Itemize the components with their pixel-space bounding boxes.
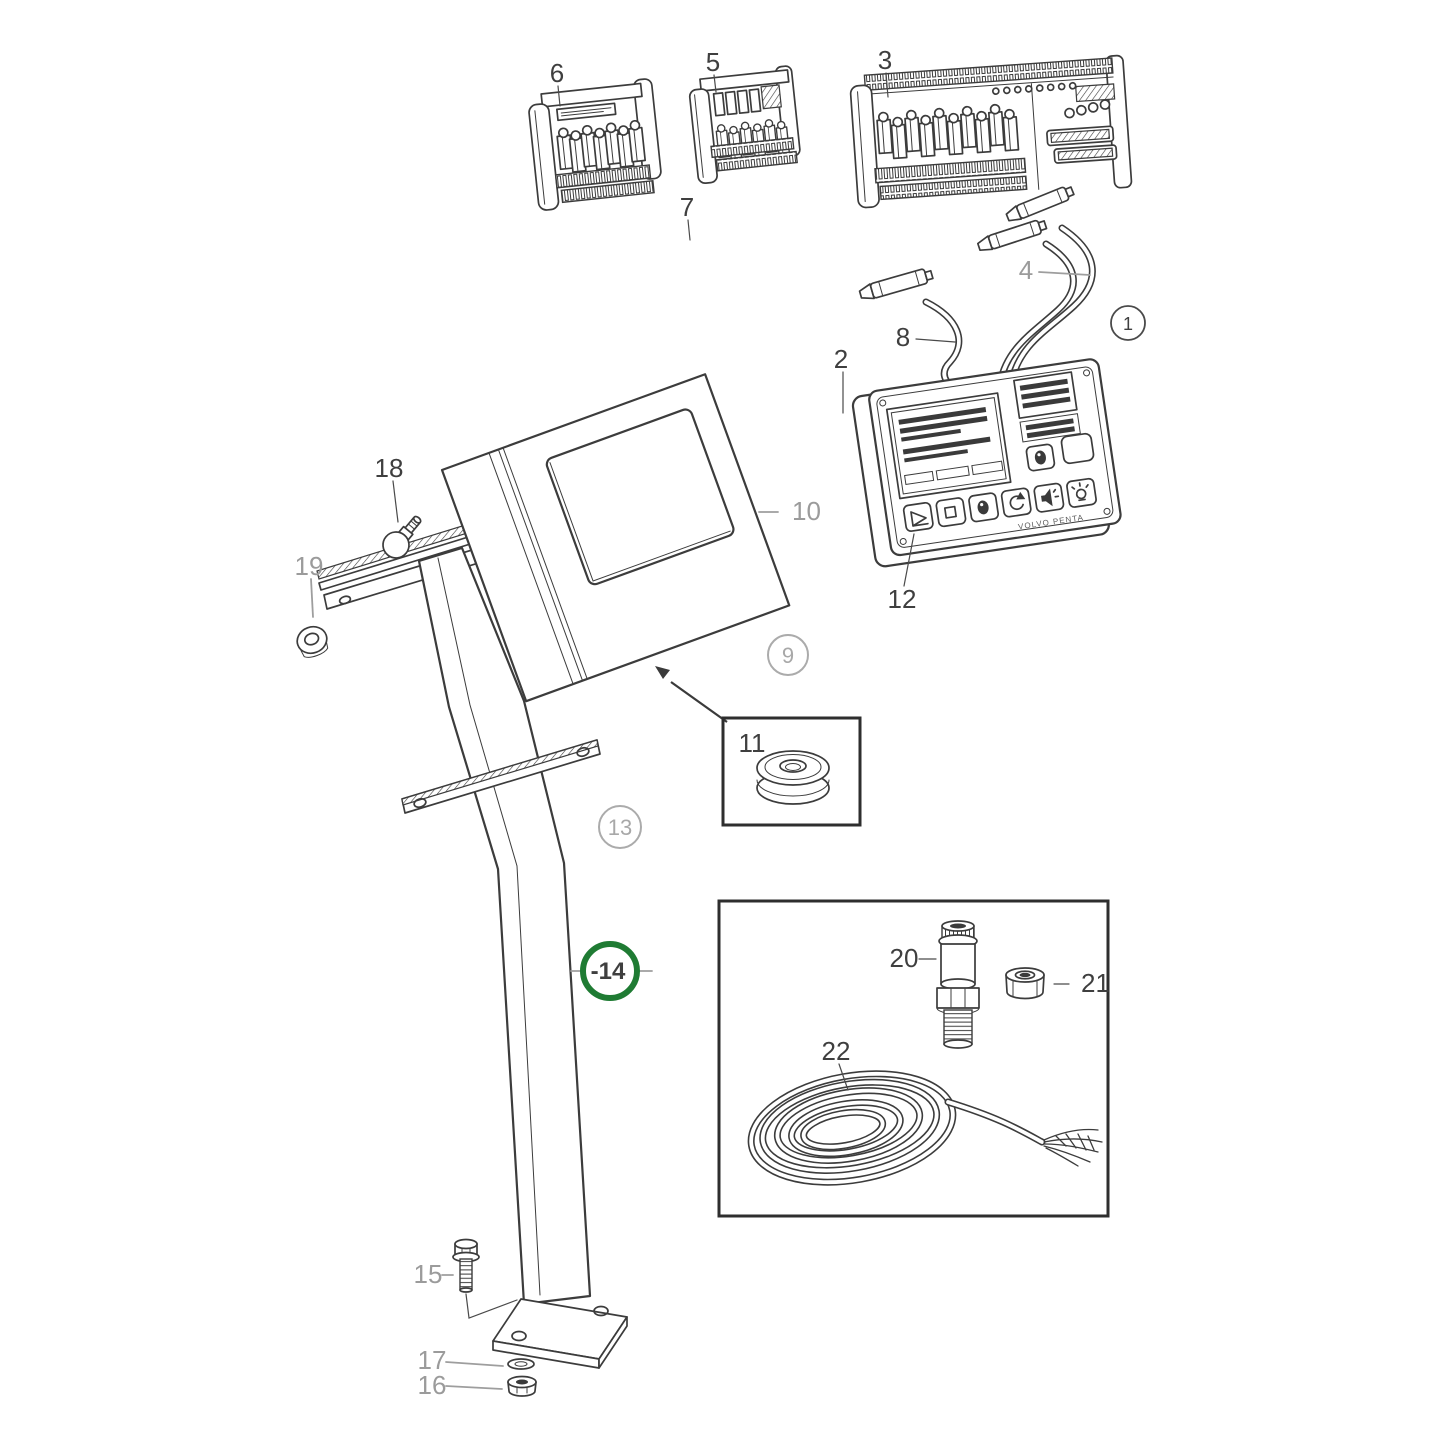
part-label-3[interactable]: 3 xyxy=(878,45,892,75)
cable-8-connector xyxy=(858,268,934,300)
inset-box-20-22 xyxy=(717,899,1110,1218)
panel-screen xyxy=(885,392,1012,500)
panel-button-light[interactable] xyxy=(1066,477,1097,508)
sensor-cable-22 xyxy=(747,1070,1103,1186)
washer-17 xyxy=(507,1358,535,1370)
display-panel-2: VOLVO PENTA xyxy=(851,358,1122,568)
mount-knob-18 xyxy=(382,515,422,559)
part-label-11[interactable]: 11 xyxy=(739,728,766,758)
cable-4-connector-lower xyxy=(976,219,1048,252)
part-label-17[interactable]: 17 xyxy=(418,1345,447,1375)
part-label-21[interactable]: 21 xyxy=(1081,968,1110,998)
part-labels: 6 5 3 7 2 4 8 10 12 18 19 11 15 17 16 20… xyxy=(295,45,1110,1400)
base-plate-assembly xyxy=(452,1238,628,1397)
control-module-3 xyxy=(849,54,1133,209)
part-label-22[interactable]: 22 xyxy=(822,1036,851,1066)
panel-button-dot[interactable] xyxy=(1025,443,1056,472)
panel-button-row xyxy=(902,477,1097,532)
grommet-11 xyxy=(756,750,830,805)
frayed-wire-end xyxy=(1043,1128,1103,1167)
part-label-15[interactable]: 15 xyxy=(414,1259,443,1289)
arrowhead-icon xyxy=(655,666,670,679)
part-label-16[interactable]: 16 xyxy=(418,1370,447,1400)
part-label-1[interactable]: 1 xyxy=(1123,314,1133,334)
monitor-10 xyxy=(440,373,791,703)
part-label-20[interactable]: 20 xyxy=(890,943,919,973)
part-label-5[interactable]: 5 xyxy=(706,47,720,77)
part-label-10[interactable]: 10 xyxy=(792,496,821,526)
callout-13[interactable]: 13 xyxy=(598,805,642,849)
part-label-6[interactable]: 6 xyxy=(550,58,564,88)
panel-button-flag[interactable] xyxy=(902,501,934,532)
pointer-line xyxy=(670,681,728,723)
panel-button-drop[interactable] xyxy=(968,492,1000,523)
crossbar-bracket xyxy=(401,739,601,814)
part-label-18[interactable]: 18 xyxy=(375,453,404,483)
inset-box-11 xyxy=(655,666,862,827)
relay-module-6 xyxy=(528,78,662,211)
cable-8 xyxy=(858,268,970,400)
nut-21 xyxy=(1005,967,1045,1000)
panel-button-refresh[interactable] xyxy=(1000,487,1032,518)
part-label-13[interactable]: 13 xyxy=(608,815,632,840)
cable-4 xyxy=(976,186,1096,388)
selected-part-highlight-ring xyxy=(580,941,640,1001)
monitor-screen xyxy=(545,408,735,586)
panel-side-display xyxy=(1013,371,1081,443)
part-label-14[interactable]: -14 xyxy=(591,958,626,985)
panel-button-square[interactable] xyxy=(935,497,967,528)
part-label-7[interactable]: 7 xyxy=(680,192,694,222)
mount-knob-19 xyxy=(296,625,329,658)
callout-1[interactable]: 1 xyxy=(1110,305,1146,341)
bolt-15 xyxy=(452,1238,518,1319)
panel-button-blank[interactable] xyxy=(1060,432,1095,465)
sensor-20 xyxy=(936,920,980,1049)
relay-module-5 xyxy=(688,65,801,185)
part-label-4[interactable]: 4 xyxy=(1019,255,1033,285)
panel-button-alarm[interactable] xyxy=(1033,482,1065,513)
callout-9[interactable]: 9 xyxy=(767,634,809,676)
cable-4-connector-upper xyxy=(1005,186,1075,222)
part-label-12[interactable]: 12 xyxy=(888,584,917,614)
part-label-2[interactable]: 2 xyxy=(834,344,848,374)
part-label-9[interactable]: 9 xyxy=(782,643,794,668)
callout-14-selected[interactable]: -14 xyxy=(570,941,653,1001)
part-label-8[interactable]: 8 xyxy=(896,322,910,352)
part-label-19[interactable]: 19 xyxy=(295,551,324,581)
nut-16 xyxy=(507,1375,537,1397)
